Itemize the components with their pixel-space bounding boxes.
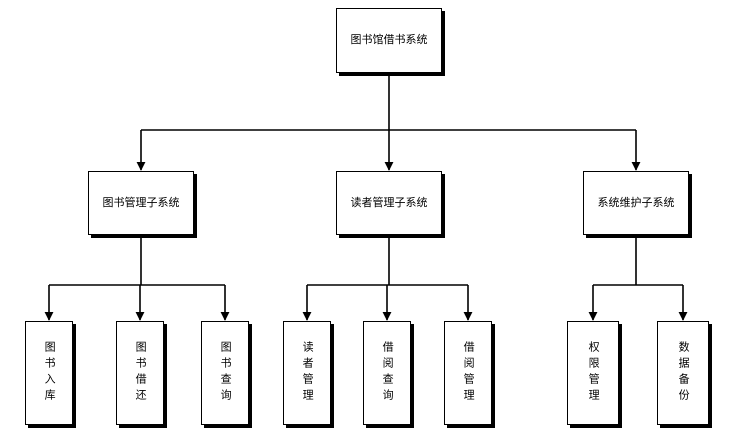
root-branch-line [141, 73, 636, 131]
module-node-book-stock-in: 图书入库 [25, 321, 73, 425]
module-label: 借阅查询 [381, 341, 395, 405]
module-label: 借阅管理 [462, 341, 476, 405]
module-node-book-query: 图书查询 [201, 321, 249, 425]
module-label: 读者管理 [301, 341, 315, 405]
maintenance-subsystem-branch-line [593, 235, 683, 286]
subsystem-node-reader-management: 读者管理子系统 [336, 171, 442, 235]
book-subsystem-branch-line [49, 235, 225, 286]
subsystem-node-system-maintenance: 系统维护子系统 [583, 171, 689, 235]
subsystem-label: 系统维护子系统 [597, 195, 675, 209]
reader-subsystem-branch-line [307, 235, 468, 286]
root-node-library-system: 图书馆借书系统 [336, 8, 442, 73]
subsystem-label: 读者管理子系统 [350, 195, 428, 209]
module-node-book-borrow-return: 图书借还 [116, 321, 164, 425]
module-node-borrow-management: 借阅管理 [444, 321, 492, 425]
module-label: 图书查询 [219, 341, 233, 405]
root-label: 图书馆借书系统 [350, 33, 428, 47]
module-node-borrow-query: 借阅查询 [363, 321, 411, 425]
subsystem-node-book-management: 图书管理子系统 [88, 171, 194, 235]
module-node-permission-management: 权限管理 [567, 321, 619, 425]
module-node-reader-management: 读者管理 [283, 321, 331, 425]
module-label: 图书借还 [134, 341, 148, 405]
module-node-data-backup: 数据备份 [657, 321, 709, 425]
module-label: 数据备份 [677, 341, 691, 405]
module-label: 权限管理 [587, 341, 601, 405]
subsystem-label: 图书管理子系统 [102, 195, 180, 209]
module-label: 图书入库 [43, 341, 57, 405]
